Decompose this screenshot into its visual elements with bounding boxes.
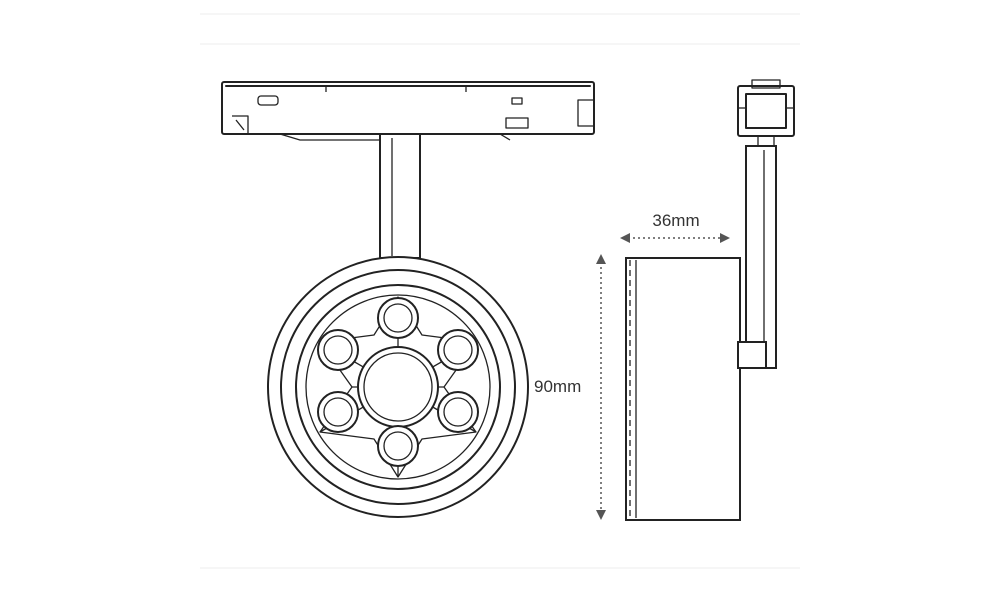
led-lens-top (377, 297, 419, 339)
track-adapter (221, 81, 595, 141)
led-lens-lower-left (317, 391, 359, 433)
led-lenses (317, 297, 479, 467)
side-view: 36mm 90mm (534, 79, 795, 521)
stem (379, 133, 421, 259)
led-lens-upper-right (437, 329, 479, 371)
background-artifacts (200, 13, 800, 569)
side-arm (745, 145, 777, 369)
side-body (625, 257, 767, 521)
side-adapter (737, 79, 795, 147)
led-lens-bottom (377, 425, 419, 467)
width-dimension: 36mm (620, 211, 730, 243)
height-label: 90mm (534, 377, 581, 396)
led-lens-upper-left (317, 329, 359, 371)
width-label: 36mm (652, 211, 699, 230)
height-dimension: 90mm (534, 254, 606, 520)
front-view (221, 81, 595, 518)
center-lens (357, 346, 439, 428)
led-lens-lower-right (437, 391, 479, 433)
